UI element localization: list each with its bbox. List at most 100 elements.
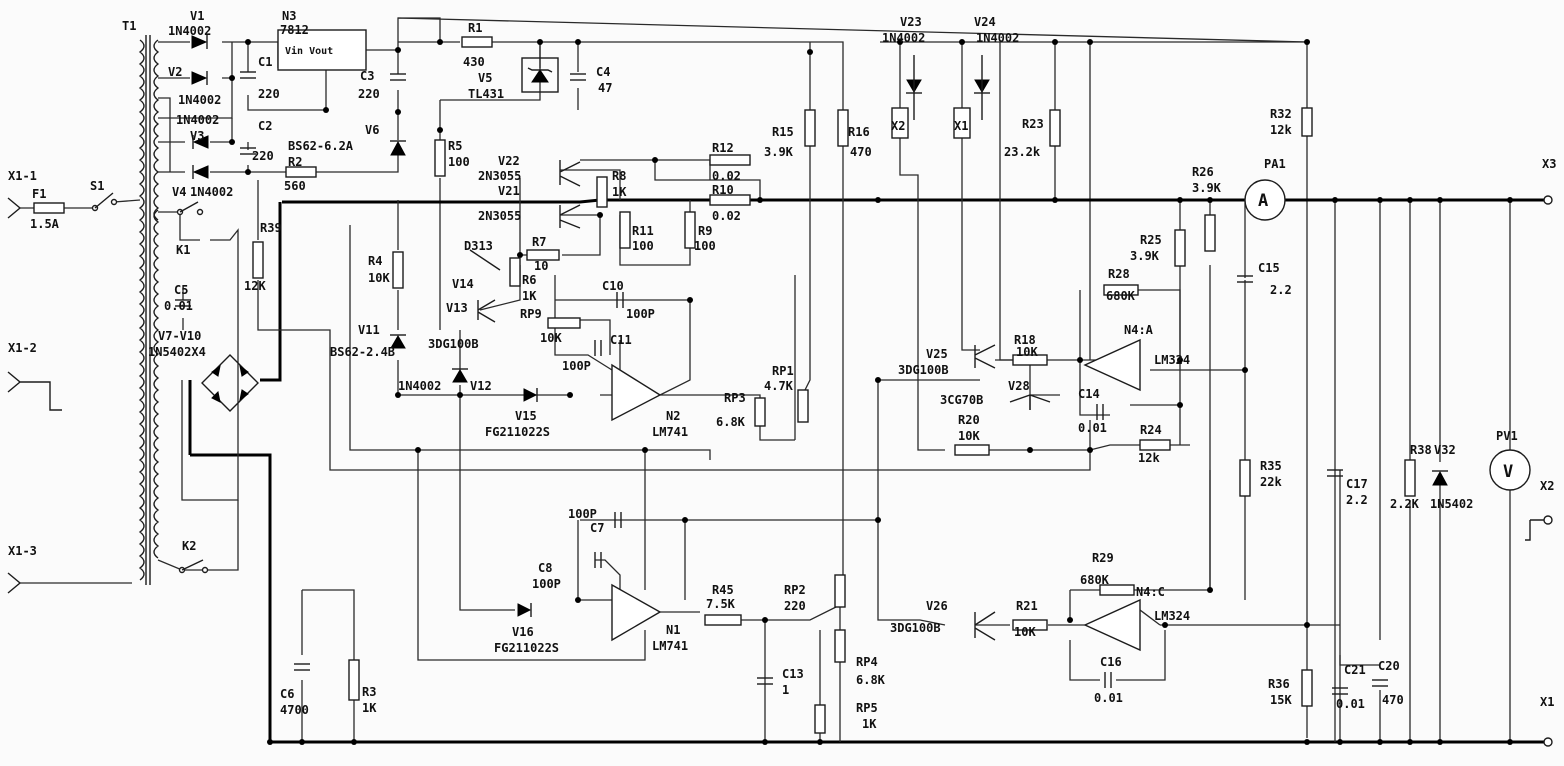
label-c15: C15: [1258, 261, 1280, 275]
label-relay-x2: X2: [891, 119, 905, 133]
label-v32-part: 1N5402: [1430, 497, 1473, 511]
label-v12-part: 1N4002: [398, 379, 441, 393]
regulator-n3: [277, 29, 367, 71]
opamp-symbols: [611, 338, 1141, 652]
label-n4c-part: LM324: [1154, 609, 1190, 623]
label-r45: R45: [712, 583, 734, 597]
label-c13-value: 1: [782, 683, 789, 697]
label-r18-value: 10K: [1016, 345, 1038, 359]
label-r7-value: 10: [534, 259, 548, 273]
label-n4a: N4:A: [1124, 323, 1154, 337]
label-r12-value: 0.02: [712, 169, 741, 183]
label-r9: R9: [698, 224, 712, 238]
label-r2-value: 560: [284, 179, 306, 193]
label-r25: R25: [1140, 233, 1162, 247]
label-k2: K2: [182, 539, 196, 553]
label-rp5-value: 1K: [862, 717, 877, 731]
label-rp2: RP2: [784, 583, 806, 597]
label-r39: R39: [260, 221, 282, 235]
label-v24-part: 1N4002: [976, 31, 1019, 45]
label-r11: R11: [632, 224, 654, 238]
label-x1-1: X1-1: [8, 169, 37, 183]
label-rp9: RP9: [520, 307, 542, 321]
label-v11: V11: [358, 323, 380, 337]
label-n3-pins: Vin Vout: [285, 45, 333, 57]
junctions: [229, 39, 1513, 745]
label-c20: C20: [1378, 659, 1400, 673]
label-v4: V4: [172, 185, 186, 199]
label-r12: R12: [712, 141, 734, 155]
voltmeter-pv1: [1489, 449, 1531, 491]
label-c16-value: 0.01: [1094, 691, 1123, 705]
label-relay-x1: X1: [954, 119, 968, 133]
label-v5: V5: [478, 71, 492, 85]
label-r2: R2: [288, 155, 302, 169]
label-c7-value: 100P: [568, 507, 597, 521]
label-v23-part: 1N4002: [882, 31, 925, 45]
label-r5-value: 100: [448, 155, 470, 169]
label-r23-value: 23.2k: [1004, 145, 1041, 159]
label-r3-value: 1K: [362, 701, 377, 715]
label-v14: V14: [452, 277, 474, 291]
label-c11-value: 100P: [562, 359, 591, 373]
ammeter-glyph: A: [1258, 191, 1268, 211]
labels: T1 F1 1.5A S1 X1-1 X1-2 X1-3 V1 1N4002 V…: [8, 9, 1556, 731]
label-v2-part: 1N4002: [178, 93, 221, 107]
label-n2: N2: [666, 409, 680, 423]
label-rp1-value: 4.7K: [764, 379, 794, 393]
label-v26-part: 3DG100B: [890, 621, 941, 635]
label-x1: X1: [1540, 695, 1554, 709]
label-rp5: RP5: [856, 701, 878, 715]
label-v21-part: 2N3055: [478, 209, 521, 223]
label-v12: V12: [470, 379, 492, 393]
label-r35-value: 22k: [1260, 475, 1282, 489]
label-v23: V23: [900, 15, 922, 29]
label-pv1: PV1: [1496, 429, 1518, 443]
label-r6-value: 1K: [522, 289, 537, 303]
label-v22: V22: [498, 154, 520, 168]
label-v1: V1: [190, 9, 204, 23]
label-c21: C21: [1344, 663, 1366, 677]
label-c1: C1: [258, 55, 272, 69]
fuse-f1-body: [33, 202, 65, 214]
label-r6: R6: [522, 273, 536, 287]
label-r18: R18: [1014, 333, 1036, 347]
label-r29: R29: [1092, 551, 1114, 565]
label-rp1: RP1: [772, 364, 794, 378]
label-r8: R8: [612, 169, 626, 183]
resistor-symbols: [252, 36, 1416, 734]
voltmeter-glyph: V: [1503, 462, 1513, 482]
label-c3-value: 220: [358, 87, 380, 101]
label-r32: R32: [1270, 107, 1292, 121]
label-rp9-value: 10K: [540, 331, 562, 345]
label-c4: C4: [596, 65, 610, 79]
label-x1-2: X1-2: [8, 341, 37, 355]
label-n2-part: LM741: [652, 425, 688, 439]
label-rp4: RP4: [856, 655, 878, 669]
label-c10-value: 100P: [626, 307, 655, 321]
label-x2: X2: [1540, 479, 1554, 493]
label-r26-value: 3.9K: [1192, 181, 1222, 195]
label-c11: C11: [610, 333, 632, 347]
label-rp3-value: 6.8K: [716, 415, 746, 429]
label-r23: R23: [1022, 117, 1044, 131]
label-c17: C17: [1346, 477, 1368, 491]
label-v32: V32: [1434, 443, 1456, 457]
label-r1-value: 430: [463, 55, 485, 69]
label-v6: V6: [365, 123, 379, 137]
label-r1: R1: [468, 21, 482, 35]
label-r45-value: 7.5K: [706, 597, 736, 611]
label-pa1: PA1: [1264, 157, 1286, 171]
label-r15-value: 3.9K: [764, 145, 794, 159]
label-t1: T1: [122, 19, 136, 33]
label-f1: F1: [32, 187, 46, 201]
label-r21: R21: [1016, 599, 1038, 613]
label-r4-value: 10K: [368, 271, 390, 285]
label-f1-value: 1.5A: [30, 217, 60, 231]
label-v15: V15: [515, 409, 537, 423]
label-n4a-part: LM324: [1154, 353, 1190, 367]
label-v25-part: 3DG100B: [898, 363, 949, 377]
label-v3-part: 1N4002: [190, 185, 233, 199]
label-c3: C3: [360, 69, 374, 83]
